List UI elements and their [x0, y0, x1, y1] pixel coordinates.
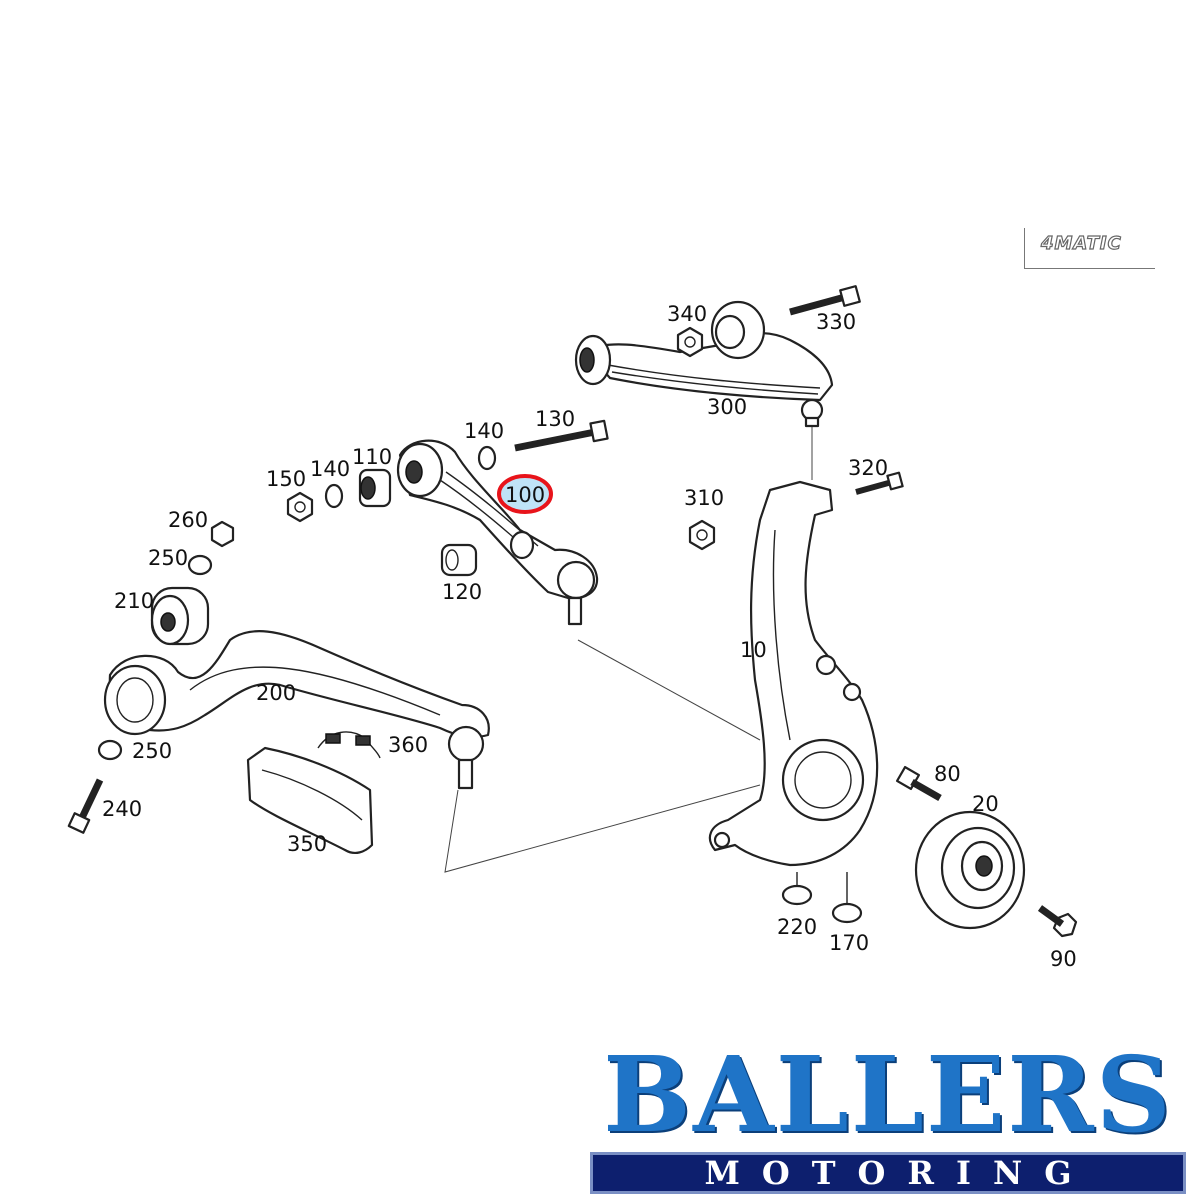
label-240: 240 — [102, 797, 142, 821]
label-110: 110 — [352, 445, 392, 469]
label-20: 20 — [972, 792, 999, 816]
nut-310 — [688, 519, 716, 551]
nut-220 — [781, 872, 813, 906]
label-140: 140 — [310, 457, 350, 481]
label-80: 80 — [934, 762, 961, 786]
label-330: 330 — [816, 310, 856, 334]
bolt-80 — [895, 765, 942, 802]
wheel-hub-20 — [914, 810, 1026, 930]
washer-250 — [97, 739, 123, 761]
lower-control-arm-100 — [396, 439, 599, 626]
nut-170 — [831, 872, 863, 924]
label-150: 150 — [266, 467, 306, 491]
label-170: 170 — [829, 931, 869, 955]
label-260: 260 — [168, 508, 208, 532]
label-120: 120 — [442, 580, 482, 604]
label-360: 360 — [388, 733, 428, 757]
label-220: 220 — [777, 915, 817, 939]
upper-control-arm — [574, 300, 834, 428]
label-130: 130 — [535, 407, 575, 431]
brand-logo-bottom: MOTORING — [704, 1154, 1094, 1192]
label-250: 250 — [132, 739, 172, 763]
bolt-330 — [789, 285, 861, 316]
bushing-210 — [150, 586, 210, 646]
cover-350 — [246, 746, 374, 854]
leader-line — [577, 639, 761, 741]
brand-logo: BALLERS MOTORING — [590, 1040, 1186, 1194]
steering-knuckle-10 — [708, 480, 879, 867]
model-badge: 4MATIC — [1024, 228, 1155, 269]
sensor-wire-360 — [317, 731, 381, 759]
nut-150 — [286, 491, 314, 523]
bushing-110 — [358, 468, 392, 508]
nut-260 — [210, 520, 235, 548]
label-200: 200 — [256, 681, 296, 705]
model-badge-text: 4MATIC — [1040, 232, 1122, 254]
highlight-circle — [497, 474, 553, 514]
brand-logo-top: BALLERS — [603, 1033, 1173, 1156]
washer-140 — [477, 445, 497, 471]
label-250: 250 — [148, 546, 188, 570]
label-300: 300 — [707, 395, 747, 419]
label-350: 350 — [287, 832, 327, 856]
label-320: 320 — [848, 456, 888, 480]
bolt-240 — [67, 778, 104, 834]
bolt-90 — [1037, 905, 1078, 938]
label-210: 210 — [114, 589, 154, 613]
label-90: 90 — [1050, 947, 1077, 971]
label-140: 140 — [464, 419, 504, 443]
label-10: 10 — [740, 638, 767, 662]
bolt-320 — [855, 471, 904, 495]
label-340: 340 — [667, 302, 707, 326]
leader-line — [444, 784, 761, 873]
bolt-130 — [514, 419, 609, 452]
nut-340 — [676, 326, 704, 358]
lower-control-arm-200 — [103, 630, 490, 790]
brand-logo-bar: MOTORING — [590, 1152, 1186, 1194]
bushing-120 — [440, 543, 478, 577]
washer-250 — [187, 554, 213, 576]
label-310: 310 — [684, 486, 724, 510]
label-100: 100 — [505, 483, 545, 507]
washer-140 — [324, 483, 344, 509]
